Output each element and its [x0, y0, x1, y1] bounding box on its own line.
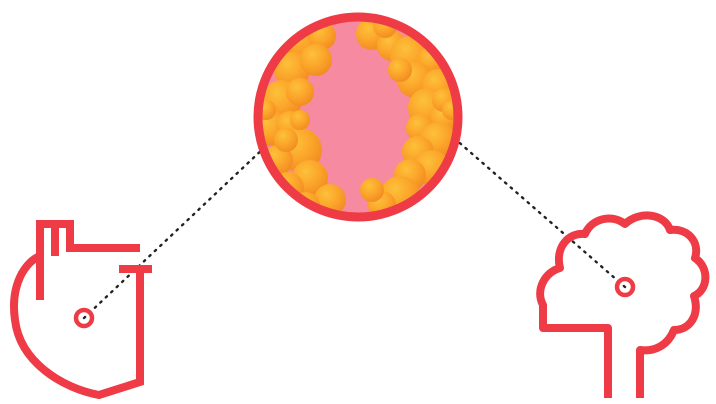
plaque-blob — [290, 110, 310, 130]
brain-outline — [540, 215, 705, 398]
heart-connector-line — [84, 146, 266, 318]
plaque-blob — [388, 58, 412, 82]
heart-body — [14, 256, 140, 395]
plaque-blob — [360, 178, 384, 202]
brain-connector-line — [454, 138, 625, 287]
plaque-blob — [274, 128, 298, 152]
plaque-blob — [286, 78, 314, 106]
heart-outline-icon — [14, 224, 152, 395]
artery-cross-section-icon — [252, 14, 462, 220]
plaque-blob — [300, 44, 332, 76]
head-brain-outline-icon — [540, 215, 705, 398]
